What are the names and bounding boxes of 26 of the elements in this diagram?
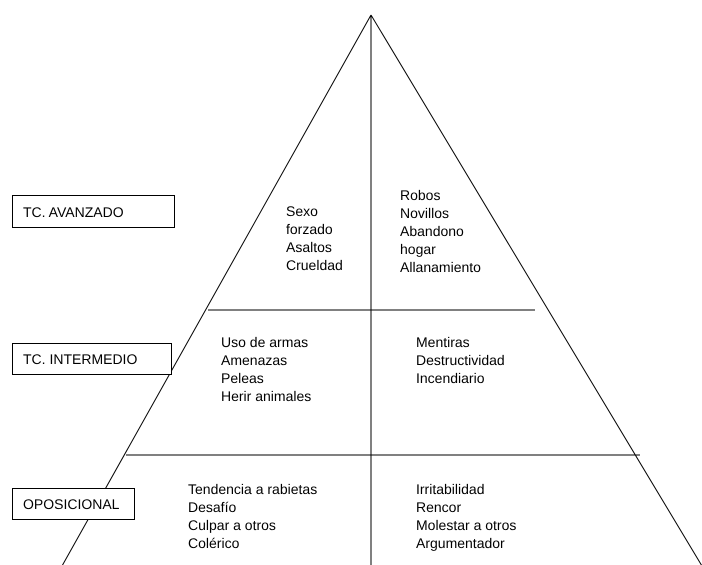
behavior-item: Rencor (416, 498, 462, 516)
level-label: OPOSICIONAL (12, 488, 135, 520)
behavior-item: Crueldad (286, 256, 343, 274)
behavior-item: Mentiras (416, 333, 471, 351)
behavior-item: Herir animales (221, 387, 312, 405)
behavior-item: Desafío (188, 498, 238, 516)
behavior-item: Abandono hogar (400, 222, 465, 258)
behavior-item: Amenazas (221, 351, 288, 369)
behavior-item: Novillos (400, 204, 450, 222)
behavior-item: Incendiario (416, 369, 486, 387)
behavior-item: forzado (286, 220, 334, 238)
behavior-item: Sexo (286, 202, 319, 220)
level-label: TC. AVANZADO (12, 195, 175, 228)
behavior-item: Colérico (188, 534, 240, 552)
level-label: TC. INTERMEDIO (12, 343, 172, 375)
behavior-item: Peleas (221, 369, 265, 387)
behavior-item: Asaltos (286, 238, 333, 256)
behavior-item: Culpar a otros (188, 516, 277, 534)
behavior-item: Tendencia a rabietas (188, 480, 318, 498)
behavior-item: Destructividad (416, 351, 505, 369)
behavior-item: Argumentador (416, 534, 506, 552)
behavior-item: Robos (400, 186, 442, 204)
behavior-item: Irritabilidad (416, 480, 486, 498)
behavior-item: Allanamiento (400, 258, 482, 276)
behavior-item: Uso de armas (221, 333, 310, 351)
behavior-item: Molestar a otros (416, 516, 516, 534)
